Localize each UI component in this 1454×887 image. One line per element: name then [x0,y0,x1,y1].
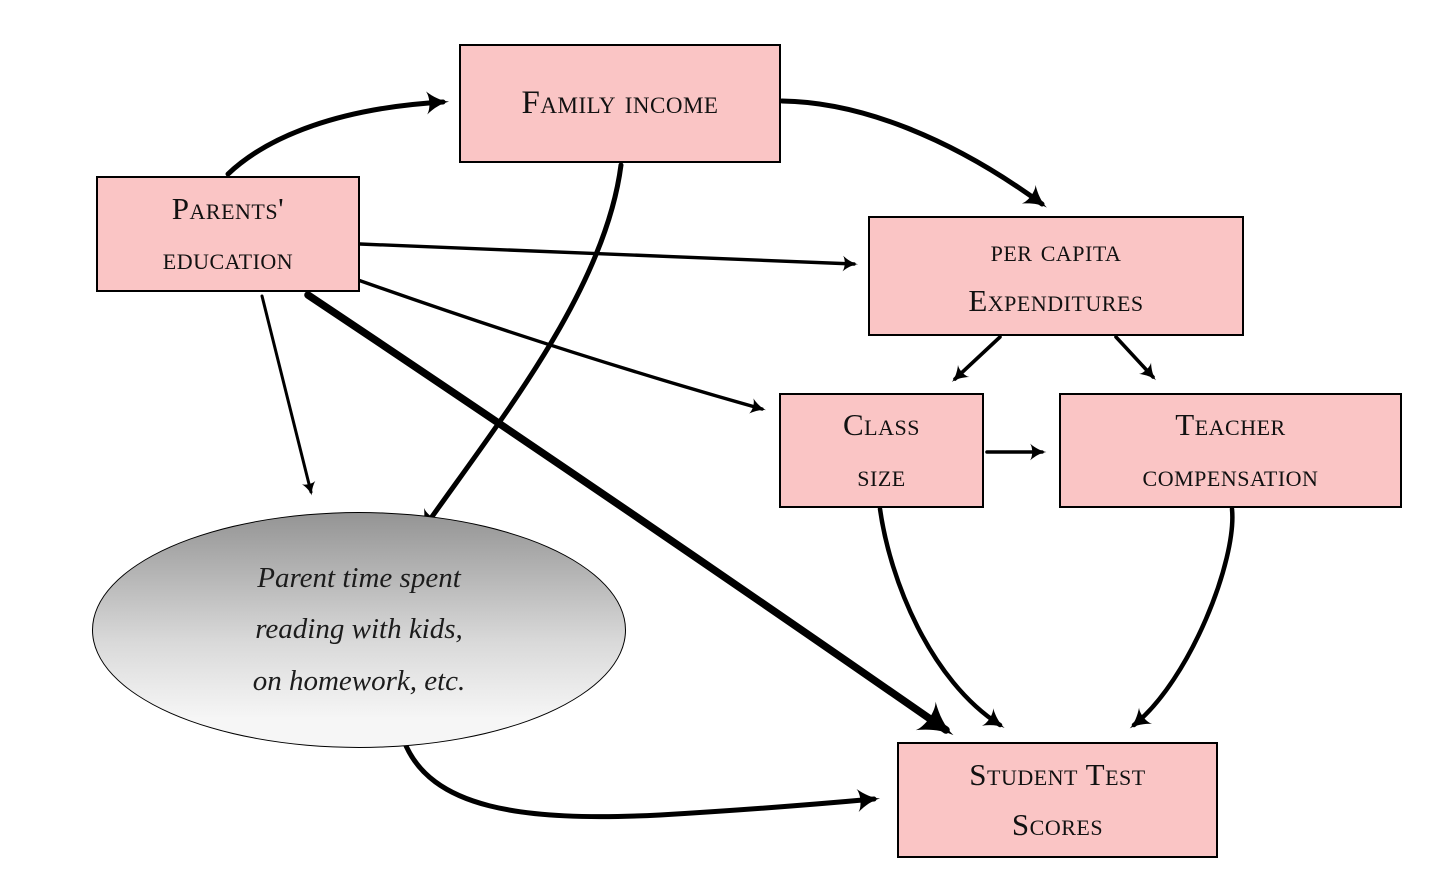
edge-parents-education-to-family-income [225,91,450,177]
edge-parents-education-to-class-size [356,278,766,414]
edge-parents-education-to-parent-time [260,294,316,496]
edge-teacher-compensation-to-student-test-scores [1129,506,1235,729]
edge-family-income-to-per-capita-expenditures [779,98,1047,208]
node-label: education [162,241,294,276]
node-label: Teacher [1175,407,1286,443]
edge-class-size-to-student-test-scores [877,506,1005,728]
node-label: Expenditures [968,283,1144,318]
node-label: Family income [521,84,719,121]
node-label: Student Test [969,756,1146,792]
node-teacher-compensation: Teacher compensation [1059,393,1402,508]
node-parent-time-ellipse: Parent time spent reading with kids, on … [92,512,626,748]
edge-parent-time-to-student-test-scores [401,738,881,820]
node-label: Scores [1011,807,1104,842]
node-label: size [857,457,906,493]
node-label: Class [843,407,920,443]
node-label: Parents' [171,190,285,226]
node-per-capita-expenditures: per capita Expenditures [868,216,1244,336]
edge-family-income-to-parent-time [420,162,624,533]
node-label: Parent time spent [257,561,461,594]
edge-per-capita-expenditures-to-teacher-compensation [1114,335,1156,381]
edge-parents-education-to-student-test-scores [304,291,954,736]
edge-per-capita-expenditures-to-class-size [951,335,1002,382]
node-parents-education: Parents' education [96,176,360,292]
node-label: on homework, etc. [252,664,466,697]
node-student-test-scores: Student Test Scores [897,742,1218,858]
node-label: per capita [990,232,1122,268]
node-family-income: Family income [459,44,781,163]
edge-parents-education-to-per-capita-expenditures [358,242,859,272]
node-label: reading with kids, [255,613,463,646]
node-label: compensation [1142,457,1319,493]
node-class-size: Class size [779,393,984,508]
